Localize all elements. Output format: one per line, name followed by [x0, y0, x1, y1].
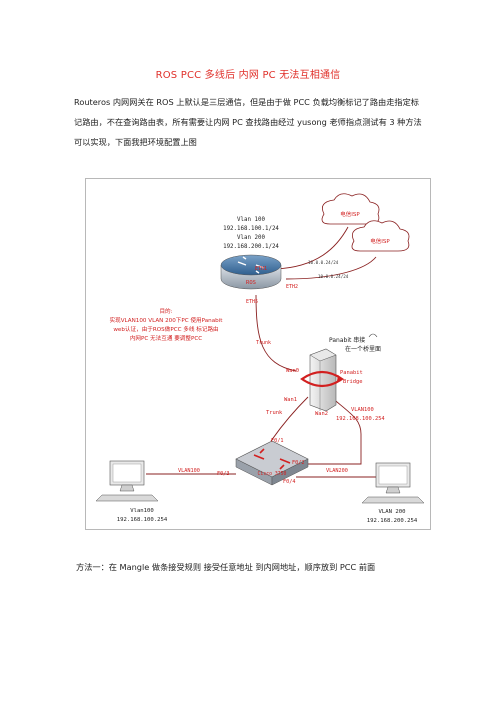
- ros-vlan-line: Vlan 100: [237, 217, 265, 223]
- panabit-vlan-label: VLAN100: [351, 407, 374, 413]
- ros-vlan-line: 192.168.100.1/24: [223, 226, 279, 232]
- cloud-isp2: 电信ISP: [351, 220, 410, 252]
- pc-right-icon: [361, 462, 425, 504]
- method-one-text: 方法一：在 Mangle 做条接受规则 接受任意地址 到内网地址，顺序放到 PC…: [76, 562, 376, 572]
- panabit-wan1: Wan1: [284, 397, 297, 403]
- intro-line: Routeros 内网网关在 ROS 上默认是三层通信，但是由于做 PCC 负载…: [74, 97, 419, 107]
- link-lines: [146, 226, 386, 478]
- intro-line: 记路由，不在查询路由表，所有需要让内网 PC 查找路由经过 yusong 老师指…: [74, 117, 422, 127]
- switch-name: Cisco 3750: [258, 471, 287, 477]
- pc-left-vlan: Vlan100: [130, 508, 154, 514]
- switch-f04: F0/4: [283, 479, 296, 485]
- pc-right-ip: 192.168.200.254: [367, 518, 418, 524]
- switch-f01: F0/1: [271, 438, 284, 444]
- cisco-switch-icon: Cisco 3750: [235, 440, 309, 486]
- ros-eth1-label: ETH1: [255, 266, 267, 272]
- isp2-label: 电信ISP: [370, 237, 390, 245]
- switch-vlan-right: VLAN200: [326, 468, 348, 474]
- goal-line: 内网PC 无法互通 要调整PCC: [130, 334, 202, 342]
- page-title: ROS PCC 多线后 内网 PC 无法互相通信: [155, 70, 341, 81]
- isp1-label: 电信ISP: [340, 210, 360, 218]
- ros-vlan-info: Vlan 100 192.168.100.1/24 Vlan 200 192.1…: [223, 217, 279, 250]
- panabit-wan0: Wan0: [286, 368, 299, 374]
- link-trunk-top: [255, 294, 297, 372]
- ros-router-icon: ROS: [220, 254, 282, 290]
- pc-right-vlan: VLAN 200: [379, 509, 406, 515]
- panabit-wan2: Wan2: [315, 411, 328, 417]
- ros-vlan-line: 192.168.200.1/24: [223, 244, 279, 250]
- panabit-bridge-icon: [300, 348, 344, 412]
- switch-f03: F0/3: [217, 471, 230, 477]
- goal-line: web认证，由于ROS做PCC 多线 标记路由: [113, 325, 218, 333]
- link-wan2-vlan100: [308, 396, 362, 465]
- goal-line: 目的:: [159, 307, 172, 315]
- goal-line: 实现VLAN100 VLAN 200下PC 使用Panabit: [110, 316, 224, 324]
- network-diagram: 电信ISP 电信ISP 10.0.0.24/24 10.0.0.24/24 Vl…: [85, 178, 431, 530]
- note-bracket: [368, 333, 378, 338]
- link-eth2-isp2: [285, 256, 377, 280]
- panabit-name-2: Bridge: [343, 379, 362, 385]
- switch-vlan-left: VLAN100: [178, 468, 200, 474]
- panabit-note: Panabit 串接 在一个桥里面: [329, 336, 381, 353]
- panabit-name: Panabit: [340, 370, 363, 376]
- ros-vlan-line: Vlan 200: [237, 235, 265, 241]
- link-trunk-bottom: [270, 396, 309, 442]
- link-eth1-isp1: [275, 226, 349, 270]
- panabit-note-line: Panabit 串接: [329, 336, 365, 344]
- intro-paragraph: Routeros 内网网关在 ROS 上默认是三层通信，但是由于做 PCC 负载…: [74, 92, 424, 152]
- trunk-bottom-label: Trunk: [266, 410, 283, 416]
- pc-left-ip: 192.168.100.254: [117, 517, 168, 523]
- ros-name: ROS: [246, 280, 256, 286]
- panabit-note-line: 在一个桥里面: [345, 345, 381, 353]
- switch-f02: F0/2: [292, 460, 305, 466]
- network-diagram-svg: 电信ISP 电信ISP 10.0.0.24/24 10.0.0.24/24 Vl…: [95, 193, 425, 524]
- intro-line: 可以实现，下面我把环境配置上图: [74, 137, 197, 147]
- ros-eth5-label: ETH5: [246, 299, 258, 305]
- trunk-top-label: Trunk: [256, 340, 271, 346]
- pc-left-icon: [95, 460, 159, 502]
- goal-annotation: 目的: 实现VLAN100 VLAN 200下PC 使用Panabit web认…: [110, 307, 224, 342]
- ros-eth2-label: ETH2: [286, 284, 298, 290]
- panabit-vlan-ip: 192.168.100.254: [336, 416, 385, 422]
- cloud-isp1: 电信ISP: [321, 193, 380, 225]
- isp1-ip: 10.0.0.24/24: [308, 260, 339, 265]
- isp2-ip: 10.0.0.24/24: [318, 274, 349, 279]
